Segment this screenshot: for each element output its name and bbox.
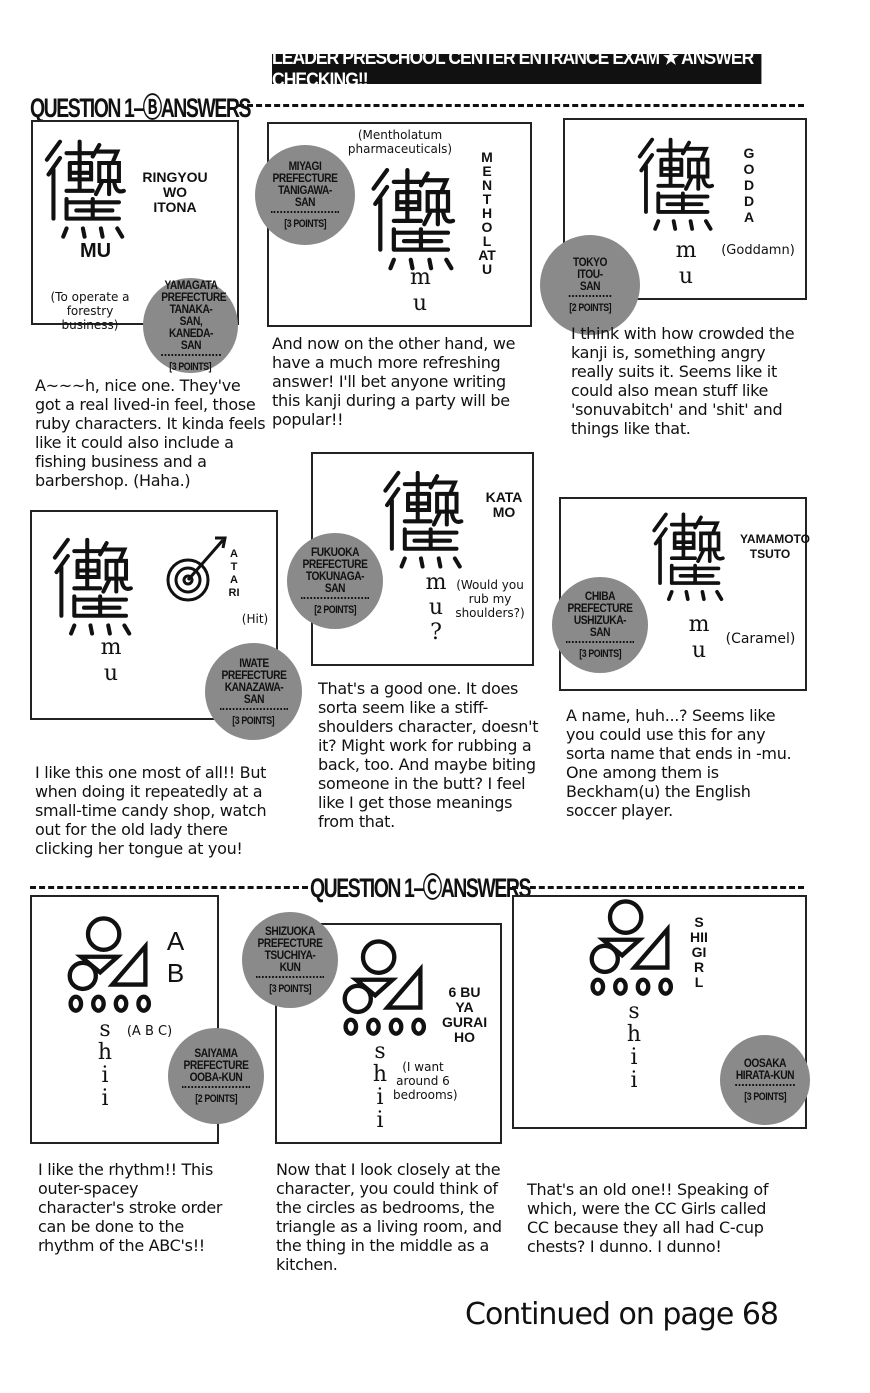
reading: m u xyxy=(688,612,710,663)
ruby-reading: GODDA xyxy=(743,145,755,225)
kanji-glyph xyxy=(365,165,465,275)
ruby-reading: MENTHOLATU xyxy=(478,149,496,277)
kanji-glyph xyxy=(652,512,725,601)
kanji-glyph xyxy=(637,137,715,231)
reading: m u xyxy=(675,238,697,289)
kanji-glyph xyxy=(375,468,475,573)
translation-note: (Goddamn) xyxy=(721,243,795,258)
translation-note: (Would you rub my shoulders?) xyxy=(455,578,525,620)
comment: I like this one most of all!! But when d… xyxy=(35,763,267,858)
section-heading-c: QUESTION 1–ⒸANSWERS xyxy=(310,873,531,903)
submitter-badge: TOKYO ITOU-SAN [2 POINTS] xyxy=(540,235,640,335)
translation-note: (Hit) xyxy=(241,612,269,626)
page-banner: LEADER PRESCHOOL CENTER ENTRANCE EXAM ★ … xyxy=(272,48,762,91)
reading: m u ? xyxy=(425,570,447,645)
translation-note: (To operate a forestry business) xyxy=(50,290,130,332)
ruby-reading: A B xyxy=(166,926,185,988)
reading: s h i i xyxy=(97,1017,113,1111)
reading: s h i i xyxy=(626,999,642,1093)
submitter-badge: YAMAGATA PREFECTURE TANAKA-SAN, KANEDA-S… xyxy=(143,278,238,373)
comment: That's a good one. It does sorta seem li… xyxy=(318,679,539,831)
reading: MU xyxy=(80,240,112,262)
comment: And now on the other hand, we have a muc… xyxy=(272,334,516,429)
submitter-badge: CHIBA PREFECTURE USHIZUKA-SAN [3 POINTS] xyxy=(552,577,648,673)
reading: m u xyxy=(410,265,431,316)
points: [2 POINTS] xyxy=(195,1093,237,1105)
submitter-badge: SAIYAMA PREFECTURE OOBA-KUN [2 POINTS] xyxy=(168,1028,264,1124)
submitter-badge: FUKUOKA PREFECTURE TOKUNAGA-SAN [2 POINTS… xyxy=(287,533,383,629)
shi-character-glyph xyxy=(333,938,433,1038)
target-arrow-icon xyxy=(166,536,227,602)
points: [3 POINTS] xyxy=(232,714,275,727)
submitter-badge: MIYAGI PREFECTURE TANIGAWA-SAN [3 POINTS] xyxy=(255,145,355,245)
reading: s h i i xyxy=(372,1039,388,1133)
submitter-name: SAIYAMA PREFECTURE OOBA-KUN xyxy=(182,1047,250,1088)
translation-note: (I want around 6 bedrooms) xyxy=(393,1060,458,1102)
comment: I think with how crowded the kanji is, s… xyxy=(571,324,795,438)
ruby-reading: KATA MO xyxy=(485,489,523,520)
comment: A~~~h, nice one. They've got a real live… xyxy=(35,376,266,490)
comment: That's an old one!! Speaking of which, w… xyxy=(527,1180,769,1256)
points: [3 POINTS] xyxy=(284,218,326,230)
submitter-name: TOKYO ITOU-SAN xyxy=(568,256,612,297)
translation-note: (A B C) xyxy=(126,1024,173,1039)
shi-character-glyph xyxy=(580,898,680,998)
submitter-name: IWATE PREFECTURE KANAZAWA-SAN xyxy=(219,657,288,710)
submitter-name: OOSAKA HIRATA-KUN xyxy=(735,1057,795,1086)
kanji-glyph xyxy=(42,135,132,245)
section-heading-b: QUESTION 1–ⒷANSWERS xyxy=(30,93,251,123)
ruby-reading: YAMAMOTO TSUTO xyxy=(740,532,811,561)
points: [2 POINTS] xyxy=(314,604,356,616)
ruby-reading: RINGYOU WO ITONA xyxy=(142,169,208,215)
comment: A name, huh...? Seems like you could use… xyxy=(566,706,792,820)
comment: Now that I look closely at the character… xyxy=(276,1160,502,1274)
points: [2 POINTS] xyxy=(569,302,611,314)
points: [3 POINTS] xyxy=(579,648,621,660)
divider xyxy=(30,886,308,889)
points: [3 POINTS] xyxy=(169,360,212,373)
submitter-name: FUKUOKA PREFECTURE TOKUNAGA-SAN xyxy=(301,546,369,599)
submitter-name: MIYAGI PREFECTURE TANIGAWA-SAN xyxy=(271,160,339,213)
divider xyxy=(238,104,804,107)
points: [3 POINTS] xyxy=(744,1091,786,1103)
comment: I like the rhythm!! This outer-spacey ch… xyxy=(38,1160,223,1255)
points: [3 POINTS] xyxy=(269,983,311,995)
ruby-reading: 6 BU YA GURAI HO xyxy=(442,984,488,1045)
submitter-badge: SHIZUOKA PREFECTURE TSUCHIYA-KUN [3 POINT… xyxy=(242,912,338,1008)
submitter-badge: OOSAKA HIRATA-KUN [3 POINTS] xyxy=(720,1035,810,1125)
submitter-badge: IWATE PREFECTURE KANAZAWA-SAN [3 POINTS] xyxy=(205,643,302,740)
continued-note: Continued on page 68 xyxy=(465,1297,779,1332)
divider xyxy=(512,886,804,889)
ruby-reading: SHII GIRL xyxy=(690,914,708,990)
translation-note: (Mentholatum pharmaceuticals) xyxy=(347,128,453,156)
submitter-name: YAMAGATA PREFECTURE TANAKA-SAN, KANEDA-S… xyxy=(160,279,226,356)
shi-character-glyph xyxy=(58,915,158,1015)
submitter-name: SHIZUOKA PREFECTURE TSUCHIYA-KUN xyxy=(256,925,324,978)
reading: m u xyxy=(100,635,122,686)
submitter-name: CHIBA PREFECTURE USHIZUKA-SAN xyxy=(566,590,634,643)
translation-note: (Caramel) xyxy=(725,631,796,647)
ruby-reading: ATARI xyxy=(228,548,240,599)
kanji-glyph xyxy=(42,535,147,640)
